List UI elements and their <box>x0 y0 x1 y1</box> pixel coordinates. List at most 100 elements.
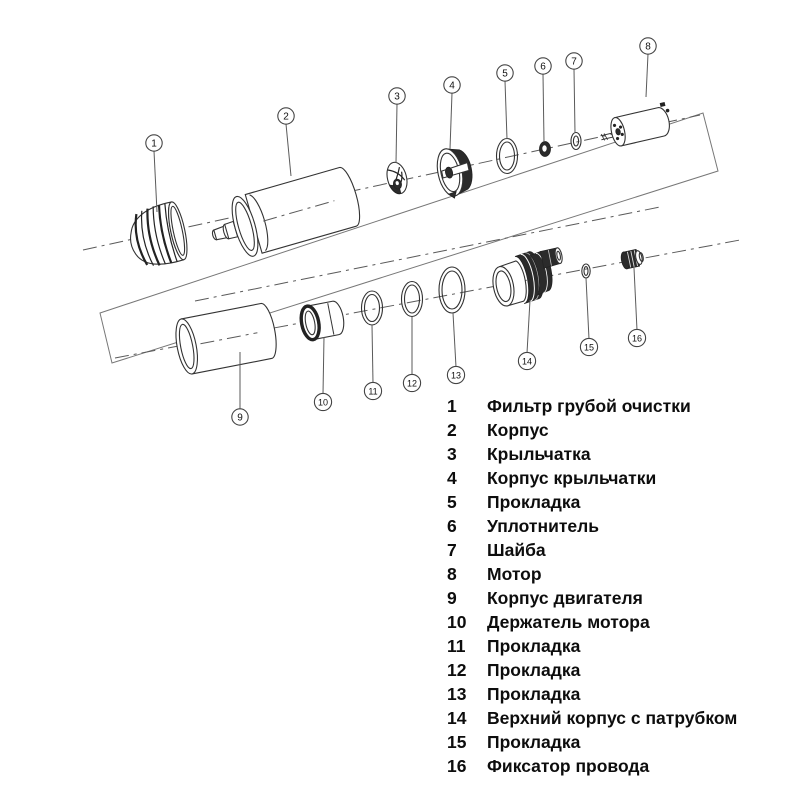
callout-13: 13 <box>446 365 466 385</box>
construction-plane <box>99 112 719 364</box>
part-label: Шайба <box>487 540 546 560</box>
callout-9-number: 9 <box>237 413 243 424</box>
parts-list-row: 5 Прокладка <box>447 490 737 514</box>
part-label: Крыльчатка <box>487 444 591 464</box>
part-number: 10 <box>447 612 467 632</box>
assembly-centerline-top <box>82 114 701 251</box>
callout-13-number: 13 <box>451 370 461 380</box>
callout-16: 16 <box>627 328 647 348</box>
part-label: Прокладка <box>487 636 581 656</box>
part-label: Прокладка <box>487 660 581 680</box>
parts-list-row: 9 Корпус двигателя <box>447 586 737 610</box>
part-4-impeller-housing <box>436 148 473 199</box>
part-number: 3 <box>447 444 457 464</box>
part-label: Корпус двигателя <box>487 588 643 608</box>
callout-3: 3 <box>388 87 406 105</box>
callout-3-number: 3 <box>394 92 400 103</box>
part-14-upper-body <box>492 247 563 307</box>
part-2-body <box>211 166 361 257</box>
callout-11: 11 <box>363 381 383 401</box>
parts-list-row: 6 Уплотнитель <box>447 514 737 538</box>
part-label: Прокладка <box>487 492 581 512</box>
callout-14-number: 14 <box>522 356 532 366</box>
callout-10-number: 10 <box>318 397 328 407</box>
part-number: 5 <box>447 492 457 512</box>
assembly-centerline-middle <box>194 206 661 302</box>
leader-lines <box>153 53 649 409</box>
part-number: 11 <box>447 636 466 656</box>
part-6-seal <box>539 141 551 157</box>
parts-list-row: 14 Верхний корпус с патрубком <box>447 706 737 730</box>
callouts: 1 2 3 4 5 6 7 8 9 10 11 12 13 14 15 <box>145 37 657 426</box>
parts-list-row: 10 Держатель мотора <box>447 610 737 634</box>
callout-5: 5 <box>496 64 514 82</box>
callout-4: 4 <box>443 76 461 94</box>
part-number: 8 <box>447 564 457 584</box>
assembly-centerline-bottom <box>114 239 741 359</box>
parts-list-row: 11 Прокладка <box>447 634 737 658</box>
callout-7-number: 7 <box>571 57 577 68</box>
part-label: Мотор <box>487 564 542 584</box>
part-number: 7 <box>447 540 457 560</box>
callout-2-number: 2 <box>283 112 289 123</box>
part-number: 2 <box>447 420 457 440</box>
part-13-gasket <box>438 266 466 314</box>
part-15-gasket <box>581 263 591 279</box>
part-number: 13 <box>447 684 467 704</box>
parts-list-row: 16 Фиксатор провода <box>447 754 737 778</box>
part-number: 15 <box>447 732 467 752</box>
part-10-motor-holder <box>299 300 345 342</box>
part-label: Фильтр грубой очистки <box>487 396 691 416</box>
callout-1-number: 1 <box>151 139 157 150</box>
part-label: Держатель мотора <box>487 612 650 632</box>
part-label: Прокладка <box>487 684 581 704</box>
callout-6: 6 <box>534 57 552 75</box>
callout-8: 8 <box>639 37 657 55</box>
callout-8-number: 8 <box>645 42 651 53</box>
part-label: Прокладка <box>487 732 581 752</box>
callout-15-number: 15 <box>584 342 594 352</box>
callout-10: 10 <box>313 392 333 412</box>
part-label: Корпус крыльчатки <box>487 468 657 488</box>
callout-9: 9 <box>231 408 249 426</box>
callout-14: 14 <box>517 351 537 371</box>
parts-list-row: 13 Прокладка <box>447 682 737 706</box>
callout-11-number: 11 <box>368 386 377 396</box>
part-3-impeller <box>386 161 408 195</box>
part-label: Уплотнитель <box>487 516 600 536</box>
part-number: 6 <box>447 516 457 536</box>
part-number: 14 <box>447 708 467 728</box>
callout-7: 7 <box>565 52 583 70</box>
part-number: 1 <box>447 396 457 416</box>
parts-list-row: 8 Мотор <box>447 562 737 586</box>
part-number: 16 <box>447 756 467 776</box>
callout-15: 15 <box>579 337 599 357</box>
parts-list-row: 1 Фильтр грубой очистки <box>447 394 737 418</box>
callout-2: 2 <box>277 107 295 125</box>
part-label: Верхний корпус с патрубком <box>487 708 738 728</box>
callout-12: 12 <box>402 373 422 393</box>
part-5-gasket <box>495 137 519 175</box>
part-label: Фиксатор провода <box>487 756 650 776</box>
parts-list-row: 3 Крыльчатка <box>447 442 737 466</box>
callout-5-number: 5 <box>502 69 508 80</box>
part-16-wire-fixator <box>620 248 644 270</box>
part-12-gasket <box>400 280 424 318</box>
callout-1: 1 <box>145 134 163 152</box>
part-8-motor <box>600 102 670 147</box>
part-9-motor-housing <box>175 302 277 375</box>
part-number: 9 <box>447 588 457 608</box>
part-11-gasket <box>360 290 384 326</box>
part-7-washer <box>570 131 582 151</box>
callout-6-number: 6 <box>540 62 546 73</box>
part-1-coarse-filter <box>130 201 188 266</box>
parts-list-row: 7 Шайба <box>447 538 737 562</box>
parts-list-row: 15 Прокладка <box>447 730 737 754</box>
callout-16-number: 16 <box>632 333 642 343</box>
callout-4-number: 4 <box>449 81 455 92</box>
